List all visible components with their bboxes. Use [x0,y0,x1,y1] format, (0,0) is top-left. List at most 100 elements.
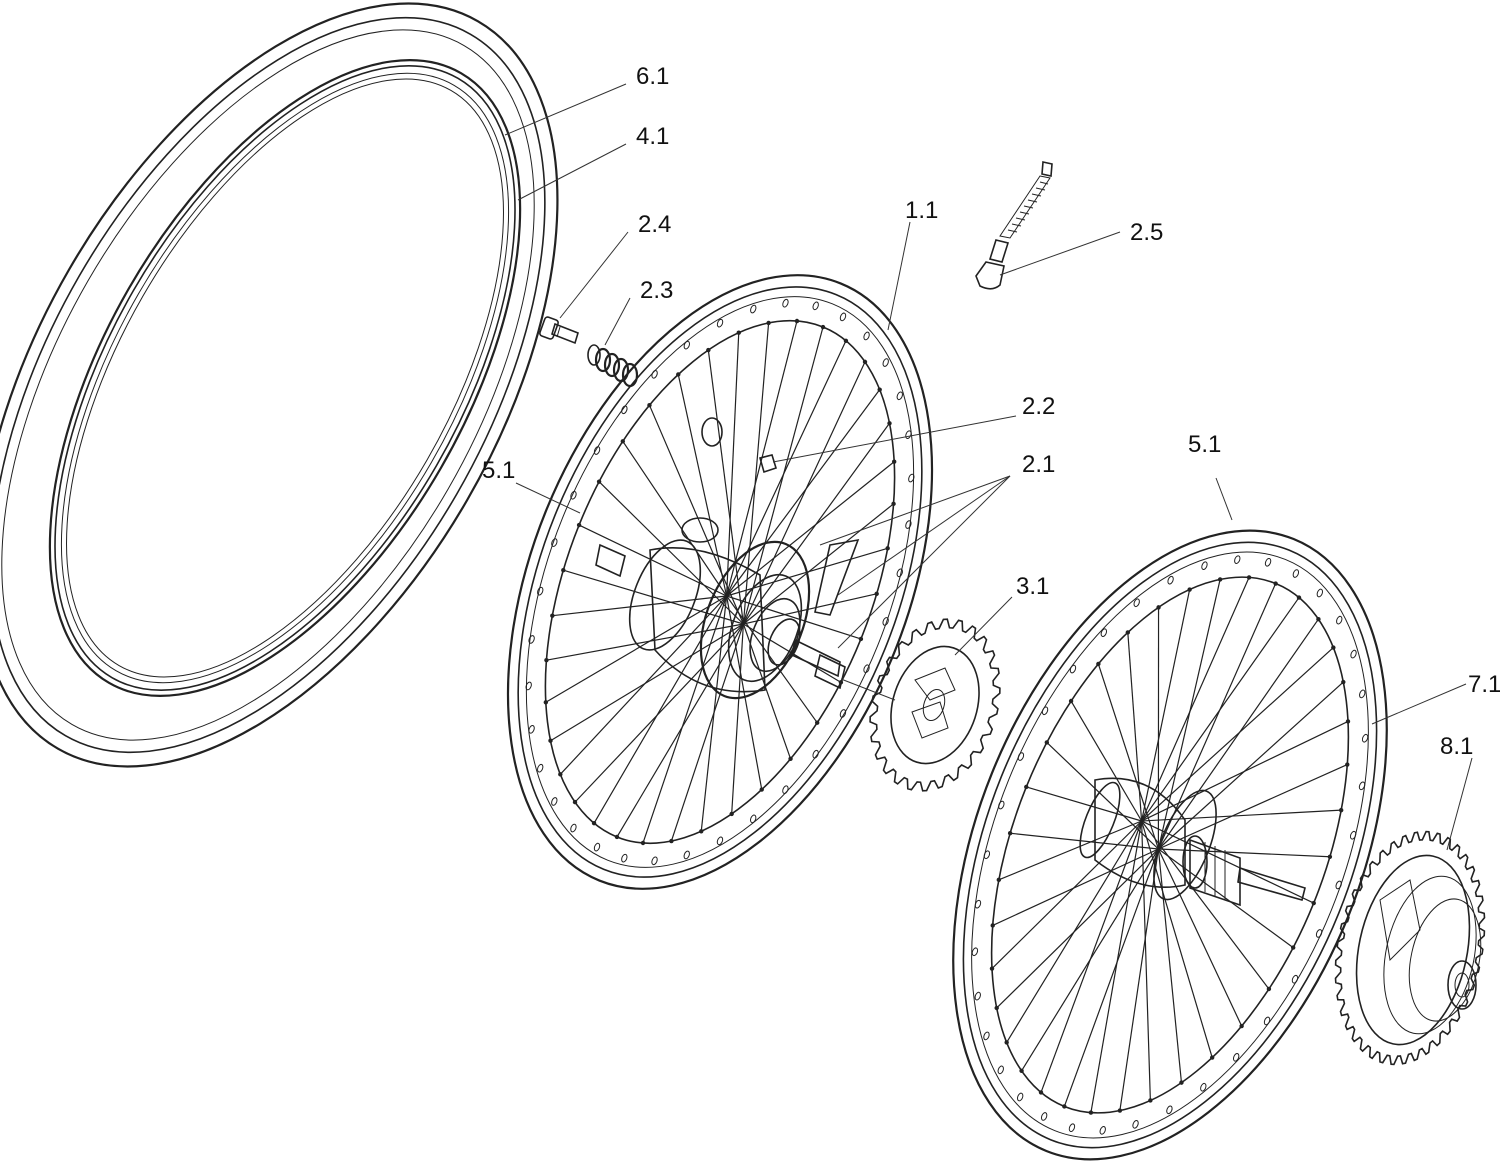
rear-spokes [989,575,1351,1115]
front-wheel [506,274,934,890]
spoke-nipple [1338,807,1344,813]
spoke [1141,820,1213,1058]
rim-hole [998,800,1005,810]
rim-hole [528,635,535,644]
rim-hole [651,856,658,866]
rim-hole [683,340,690,350]
spoke-nipple [591,821,597,826]
spoke [1063,848,1159,1107]
rim-hole [1133,598,1140,608]
spoke [1158,848,1330,858]
spoke-nipple [1117,1108,1123,1113]
spoke-nipple [596,479,602,484]
leader-lines [504,83,1473,851]
spoke [1141,809,1342,822]
spoke-nipple [1246,575,1252,580]
rim-hole [1336,615,1343,625]
spoke-nipple [996,877,1002,883]
spoke [545,595,727,703]
rim-hole [1291,974,1299,984]
rim-hole [570,823,577,833]
rim-hole [1132,1120,1139,1129]
bolt [539,316,579,345]
callout-cable: 2.5 [1130,219,1163,246]
spoke [726,332,740,597]
spoke-nipple [858,636,864,642]
rim-hole [1040,1112,1048,1121]
spoke-nipple [989,966,995,971]
callout-nut: 2.2 [1022,393,1055,420]
spoke [1158,764,1348,850]
rim-hole [716,318,724,328]
spoke-nipple [1187,587,1192,592]
spoke [563,569,744,625]
spoke-nipple [1290,945,1296,950]
spoke [726,595,763,790]
rim-hole [525,681,532,691]
rim-hole [1068,1123,1076,1133]
spoke [546,623,744,661]
spoke-nipple [1024,784,1029,790]
spoke-nipple [990,923,995,928]
rim-hole [782,298,789,308]
spoke [1090,820,1143,1113]
rim-hole [1358,781,1366,791]
spoke-nipple [766,320,771,326]
spoke [992,848,1159,926]
rim-hole [593,446,601,455]
spoke-nipple [1209,1055,1215,1060]
spoke-nipple [729,811,734,817]
rim-hole [1200,1082,1207,1092]
spoke [1157,848,1183,1083]
spoke [996,848,1159,1009]
callout-rim-front: 5.1 [482,457,515,484]
front-hub [595,417,860,700]
rim-hole [716,836,724,846]
spoke-nipple [1345,719,1351,724]
rim-hole [1167,575,1174,585]
spoke-nipple [820,324,826,330]
spoke [742,322,770,625]
rim-hole [1316,588,1324,598]
spoke [726,340,847,597]
rim-hole [839,709,847,718]
rim-hole [1069,664,1077,674]
spoke-nipple [891,459,897,464]
rim-hole [1017,752,1025,761]
spoke [1157,681,1344,850]
rim-hole [593,842,601,852]
rim-hole [1359,689,1366,699]
rim-hole [882,358,889,367]
callout-hub-front: 1.1 [905,197,938,224]
callout-tire: 6.1 [636,63,669,90]
spoke [1141,820,1314,904]
rim-hole [1264,557,1272,567]
spoke-nipple [640,840,646,846]
rim-hole [1166,1105,1173,1115]
spoke [1141,577,1250,822]
tire [0,2,559,768]
rim-hole [974,991,981,1001]
rim-hole [1016,1092,1024,1102]
spoke [1097,663,1159,850]
rim-hole [528,725,535,734]
spoke [648,404,744,625]
rim-hole [537,763,544,773]
rim-hole [974,899,982,909]
spoke-nipple [1148,1098,1153,1103]
rim-hole [896,568,903,578]
spoke-nipple [1341,679,1346,685]
callout-bolt: 2.4 [638,211,671,238]
spoke-nipple [561,568,566,573]
rim-hole [1315,929,1323,938]
spoke [1010,832,1159,850]
rim-hole [983,850,991,860]
rim-hole [1232,1053,1240,1062]
spoke [1021,848,1159,1072]
spoke-nipple [576,522,582,528]
rim-hole [839,312,847,322]
spoke [622,440,728,597]
rim-hole [1100,628,1108,637]
rear-wheel [952,529,1388,1161]
spoke [743,503,894,625]
